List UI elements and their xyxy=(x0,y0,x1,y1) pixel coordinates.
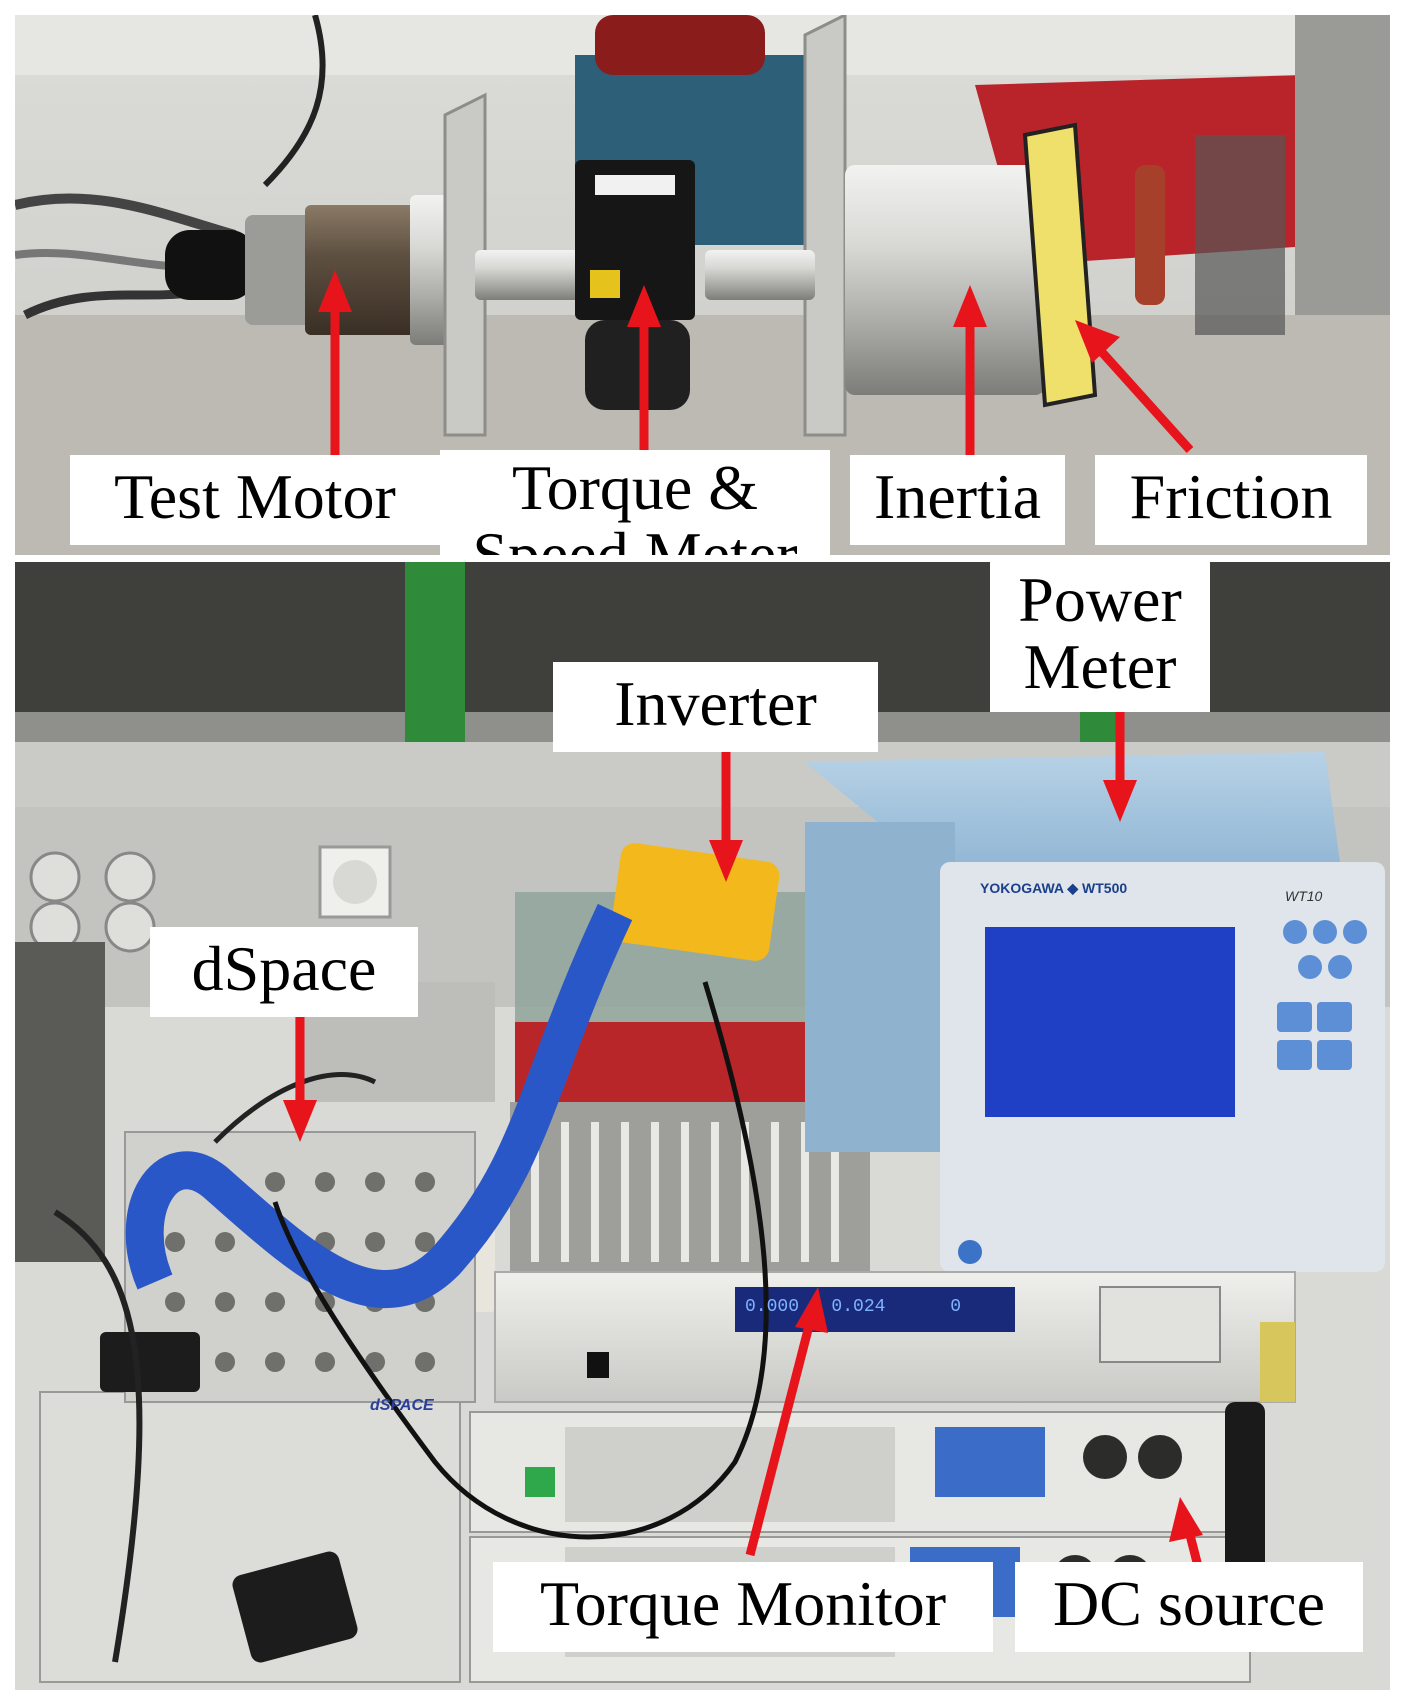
test-bench-scene xyxy=(15,15,1390,555)
torque-monitor-arrow xyxy=(745,1287,828,1557)
label-dc-source: DC source xyxy=(1015,1562,1363,1652)
lab-rack-photo: YOKOGAWA ◆ WT500 WT10 0.000 0.024 0 dSPA… xyxy=(15,562,1390,1690)
mount-plate-left xyxy=(443,92,487,437)
motor-endcap xyxy=(165,230,255,300)
friction-pad xyxy=(1022,122,1098,408)
label-dspace: dSpace xyxy=(150,927,418,1017)
perforated-box xyxy=(1295,15,1390,315)
inertia-arrow xyxy=(953,285,987,455)
current-clamp xyxy=(610,843,780,961)
label-torque-speed-meter: Torque & Speed Meter xyxy=(440,450,830,555)
label-friction: Friction xyxy=(1095,455,1367,545)
torque-monitor-display xyxy=(735,1287,1015,1332)
dspace-arrow xyxy=(283,1002,317,1142)
lab-rack-scene xyxy=(15,562,1390,1690)
label-torque-monitor: Torque Monitor xyxy=(493,1562,993,1652)
power-meter-side xyxy=(805,822,955,1152)
label-inertia: Inertia xyxy=(850,455,1065,545)
label-test-motor: Test Motor xyxy=(70,455,440,545)
mount-plate-right xyxy=(803,15,847,437)
label-power-meter: Power Meter xyxy=(990,562,1210,712)
red-cylinder xyxy=(595,15,765,75)
torque-meter-arrow xyxy=(627,285,661,455)
power-meter-arrow xyxy=(1103,707,1137,822)
ribbon-cable xyxy=(125,903,633,1308)
inertia-disk xyxy=(845,165,1045,395)
test-motor-arrow xyxy=(318,270,352,455)
torque-monitor-readout: 0.000 0.024 0 xyxy=(745,1297,962,1317)
dspace-logo: dSPACE xyxy=(370,1397,434,1414)
power-meter-model: WT10 xyxy=(1285,888,1323,904)
label-inverter: Inverter xyxy=(553,662,878,752)
inverter-arrow xyxy=(709,742,743,882)
test-bench-photo: Test Motor Torque & Speed Meter Inertia … xyxy=(15,15,1390,555)
power-meter-brand: YOKOGAWA ◆ WT500 xyxy=(980,880,1128,896)
left-supply xyxy=(15,942,105,1262)
friction-arrow xyxy=(1075,320,1194,454)
power-meter-lcd xyxy=(985,927,1235,1117)
